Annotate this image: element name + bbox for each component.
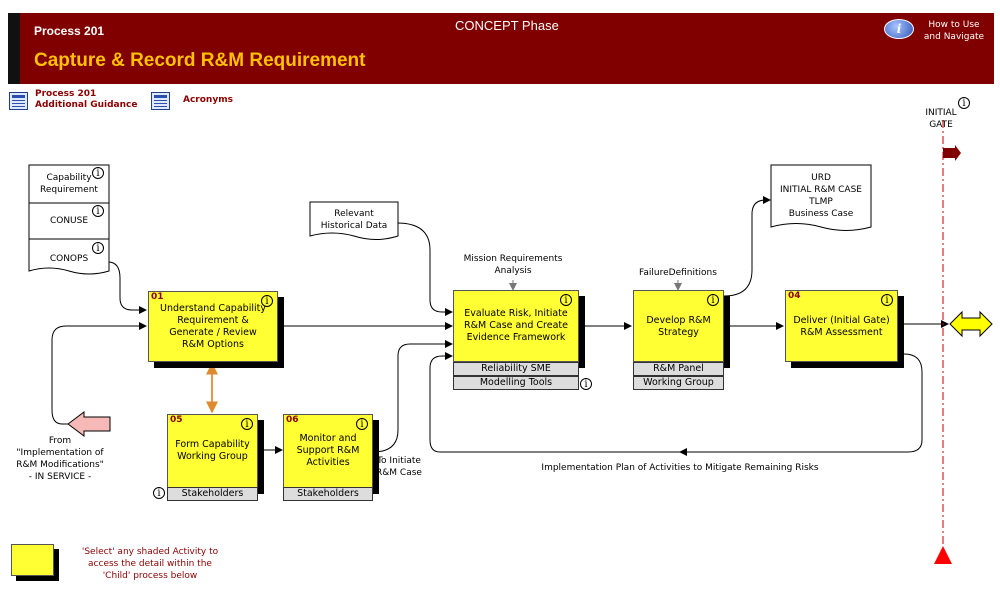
conuse-label: CONUSE — [49, 216, 89, 226]
header-bar — [8, 13, 994, 84]
resource-reliability-sme: Reliability SME — [453, 362, 579, 376]
info-icon[interactable]: i — [92, 205, 104, 217]
info-icon[interactable]: i — [261, 295, 273, 307]
capability-requirement-label: Capability Requirement — [40, 173, 98, 195]
historical-line1: Relevant — [334, 209, 374, 219]
info-icon[interactable]: i — [560, 294, 572, 306]
activity-number: 05 — [170, 415, 183, 425]
output-urd: URD — [811, 173, 831, 183]
resource-modelling-tools: Modelling Tools — [453, 376, 579, 390]
activity-develop-strategy[interactable]: Develop R&M Strategy i — [633, 290, 724, 362]
info-icon[interactable]: i — [153, 487, 165, 499]
info-icon[interactable]: i — [884, 19, 914, 39]
phase-label: CONCEPT Phase — [455, 18, 559, 33]
resource-working-group: Working Group — [633, 376, 724, 390]
how-to-use-line2: and Navigate — [923, 32, 985, 42]
activity-04-deliver-assessment[interactable]: 04 Deliver (Initial Gate) R&M Assessment… — [785, 290, 898, 362]
how-to-use-line1: How to Use — [928, 20, 980, 30]
output-initial-rm-case: INITIAL R&M CASE — [780, 185, 862, 195]
historical-line2: Historical Data — [320, 221, 388, 231]
how-to-use-link[interactable]: How to Use and Navigate — [918, 19, 990, 43]
mission-requirements-label: Mission Requirements Analysis — [463, 254, 563, 276]
guidance-line1: Process 201 — [35, 89, 97, 99]
activity-number: 01 — [151, 292, 164, 302]
info-icon[interactable]: i — [92, 167, 104, 179]
activity-06-monitor-support[interactable]: 06 Monitor and Support R&M Activities i — [283, 414, 373, 488]
resource-stakeholders: Stakeholders — [283, 487, 373, 501]
acronyms-link[interactable]: Acronyms — [183, 95, 233, 105]
activity-01-understand-capability[interactable]: 01 Understand Capability Requirement & G… — [148, 291, 278, 362]
info-icon[interactable]: i — [356, 418, 368, 430]
input-document-stack: Capability Requirement CONUSE CONOPS — [28, 164, 110, 277]
activity-05-form-working-group[interactable]: 05 Form Capability Working Group i — [167, 414, 258, 488]
from-in-service-label: From "Implementation of R&M Modification… — [16, 436, 104, 482]
output-tlmp: TLMP — [809, 197, 833, 207]
historical-data-document: Relevant Historical Data — [309, 201, 399, 242]
document-icon[interactable] — [151, 92, 170, 110]
outputs-document: URD INITIAL R&M CASE TLMP Business Case — [770, 164, 872, 233]
legend-swatch — [11, 544, 54, 576]
initial-gate-label: INITIAL GATE — [925, 108, 957, 130]
guidance-line2: Additional Guidance — [35, 100, 138, 110]
failure-definitions-label: FailureDefinitions — [639, 268, 717, 278]
activity-evaluate-risk[interactable]: Evaluate Risk, Initiate R&M Case and Cre… — [453, 290, 579, 362]
page-title: Capture & Record R&M Requirement — [34, 50, 366, 71]
info-icon[interactable]: i — [881, 294, 893, 306]
implementation-plan-label: Implementation Plan of Activities to Mit… — [541, 463, 819, 473]
process-number: Process 201 — [34, 24, 105, 38]
resource-rm-panel: R&M Panel — [633, 362, 724, 376]
info-icon[interactable]: i — [958, 97, 970, 109]
info-icon[interactable]: i — [707, 294, 719, 306]
resource-stakeholders: Stakeholders — [167, 487, 258, 501]
to-initiate-label: To Initiate R&M Case — [376, 456, 422, 478]
document-icon[interactable] — [9, 92, 28, 110]
conops-label: CONOPS — [49, 254, 89, 264]
legend-text: 'Select' any shaded Activity to access t… — [81, 547, 219, 581]
activity-number: 06 — [286, 415, 299, 425]
info-icon[interactable]: i — [92, 242, 104, 254]
output-business-case: Business Case — [788, 209, 854, 219]
info-icon[interactable]: i — [580, 378, 592, 390]
additional-guidance-link[interactable]: Process 201 Additional Guidance — [35, 89, 137, 111]
info-icon[interactable]: i — [241, 418, 253, 430]
activity-number: 04 — [788, 291, 801, 301]
